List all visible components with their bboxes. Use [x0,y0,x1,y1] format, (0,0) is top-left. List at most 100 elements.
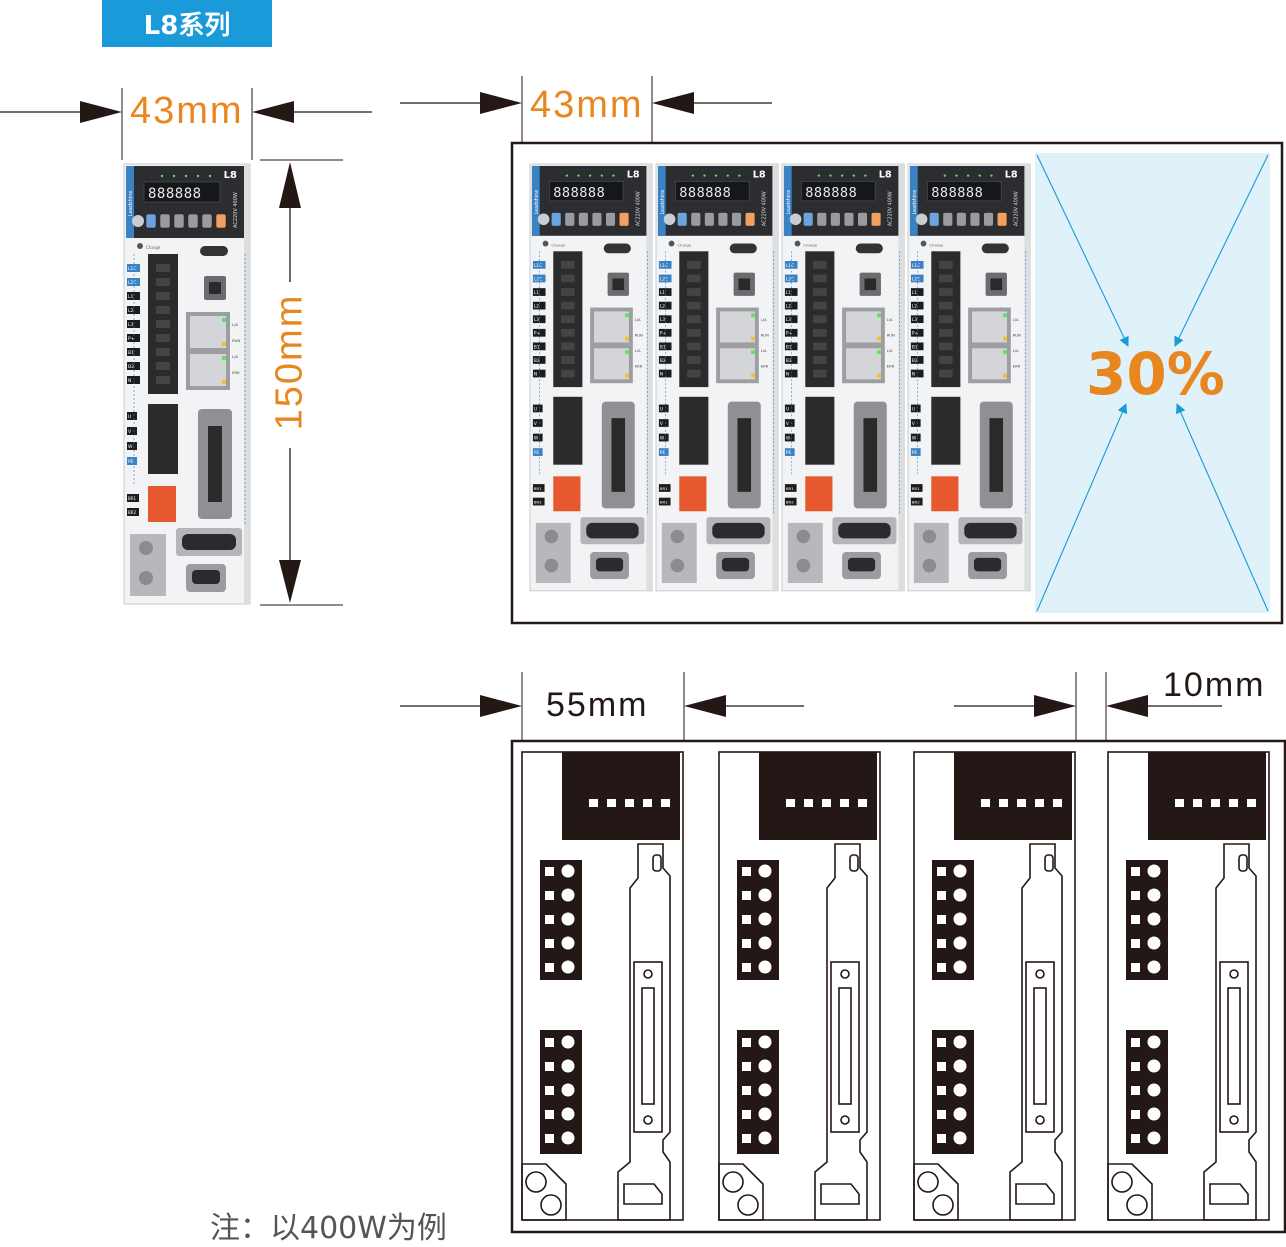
status-led [588,174,592,177]
panel-button [983,212,994,227]
terminal-square [1131,1110,1140,1119]
panel-button [803,212,814,227]
panel-button [677,212,688,227]
terminal-hole [758,1131,772,1145]
terminal-tag [127,376,140,384]
terminal-hole [1147,1035,1161,1049]
top-pin [822,799,831,807]
terminal-label: P+ [534,331,541,337]
terminal-tag [784,261,798,269]
terminal-label: L1C [912,263,920,269]
db-screw [1229,969,1239,979]
terminal-square [545,1086,554,1095]
terminal-label: L2C [660,276,668,282]
terminal-label: L2 [786,304,791,310]
io-connector-slot [712,522,765,539]
terminal-label: L2 [534,304,539,310]
status-label: L/A [1013,318,1019,322]
terminal-label: L1 [534,290,539,296]
status-label: L/A [232,322,238,327]
model-label: L8 [753,170,766,181]
terminal-tag [784,328,798,337]
knob-icon [132,215,144,227]
terminal-slot [813,328,827,337]
terminal-tag [910,356,924,364]
terminal-slot [687,301,701,310]
brand-label: Leadshine [786,190,792,215]
compression-arrow [1176,403,1269,612]
terminal-label: L2C [912,276,920,282]
ground-screw [1126,1194,1148,1216]
terminal-square [742,891,751,900]
terminal-tag [910,328,924,337]
terminal-slot [939,356,953,364]
terminal-hole [953,1107,967,1121]
charge-label: Charge [146,245,161,250]
terminal-hole [1147,1107,1161,1121]
terminal-label: PE [660,450,666,456]
terminal-label: N [786,371,789,377]
rating-label: AC220V 400W [1014,191,1020,226]
terminal-label: BR2 [912,500,920,505]
terminal-tag [532,404,543,413]
terminal-tag [784,315,798,324]
status-led [196,174,200,178]
status-label: L/A [887,318,893,322]
single-width-label: 43mm [130,90,244,132]
status-led [600,174,603,177]
terminal-tag [910,419,921,427]
ground-screw [932,1194,954,1216]
terminal-slot [813,369,827,378]
terminal-tag [127,412,137,420]
terminal-square [742,963,751,972]
brake-terminal [679,476,707,512]
panel-button [605,212,616,227]
terminal-tag [910,288,924,296]
terminal-square [1131,1038,1140,1047]
terminal-slot [939,342,953,351]
seven-seg-display [549,181,624,202]
encoder-slot [989,418,1004,492]
top-connector [759,752,877,840]
ground-screw [540,1194,562,1216]
port-led [751,373,755,378]
terminal-tag [532,301,546,310]
rail-slot [849,854,859,872]
terminal-label: L2 [660,304,665,310]
usb-c-port [603,243,631,254]
charge-led [668,240,675,247]
terminal-tag [532,448,543,456]
status-led [955,174,958,177]
terminal-tag [532,342,546,351]
top-pin [1053,799,1062,807]
port-led [1003,373,1007,378]
terminal-label: P+ [128,336,135,342]
terminal-tag [532,497,545,506]
status-led [160,174,164,178]
db-screw [1229,1115,1239,1125]
bottom-clip [623,1183,663,1205]
port-led [877,313,881,318]
terminal-square [1131,939,1140,948]
port-led [751,313,755,318]
terminal-hole [561,912,575,926]
db-pins [641,987,655,1105]
arrow-head [1034,695,1076,717]
screw-icon [670,529,685,544]
port-led [222,356,226,360]
ethernet-port [720,348,755,380]
terminal-tag [658,497,671,506]
panel-button [159,213,171,229]
encoder-rail [1009,843,1063,1221]
terminal-hole [1147,960,1161,974]
brand-label: Leadshine [534,190,540,215]
terminal-label: V [534,421,537,427]
terminal-label: N [534,371,537,377]
terminal-hole [758,864,772,878]
port-led [1003,336,1007,341]
terminal-tag [127,292,140,300]
terminal-tag [658,342,672,351]
terminal-square [937,1086,946,1095]
terminal-hole [953,864,967,878]
